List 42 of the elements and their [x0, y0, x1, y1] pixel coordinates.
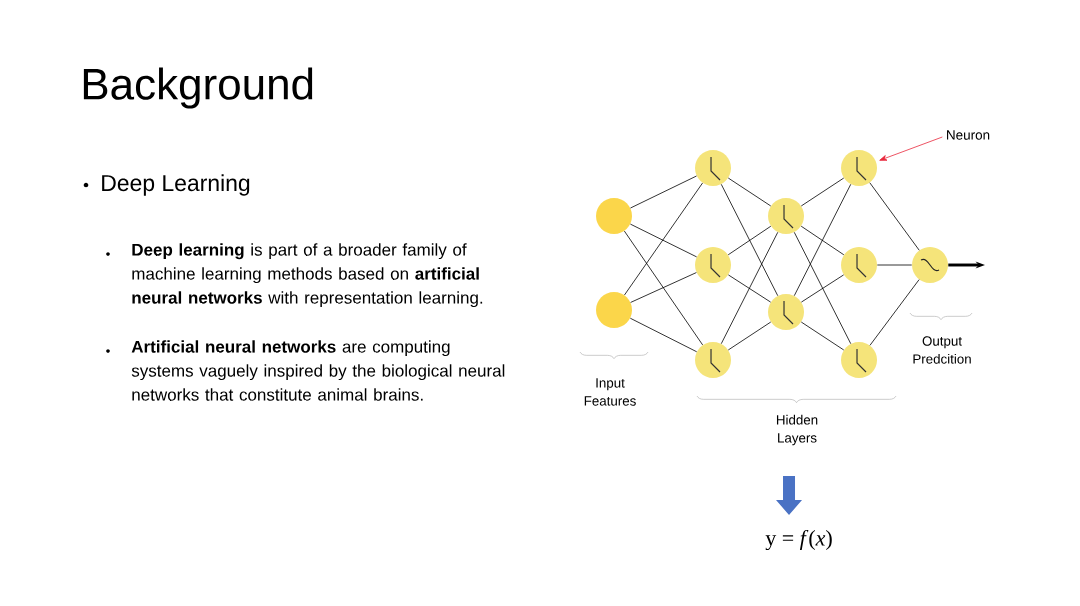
connection-line [800, 225, 845, 256]
connection-line [869, 279, 920, 346]
neuron-circle [912, 247, 948, 283]
connection-line [720, 231, 779, 345]
connection-line [876, 264, 913, 266]
neuron-label: Neuron [947, 130, 990, 140]
connection-line [793, 231, 852, 345]
connection-line [624, 182, 703, 296]
neuron-circle [841, 342, 877, 378]
connection-line [727, 274, 772, 303]
connection-line [793, 183, 852, 297]
connection-line [720, 183, 779, 297]
neuron-circle [695, 247, 731, 283]
neuron-circle [596, 198, 632, 234]
connection-line [800, 177, 845, 207]
neuron-circle [695, 150, 731, 186]
title: Background [83, 67, 313, 109]
connection-line [800, 321, 845, 351]
leader-arrow [879, 136, 943, 161]
connection-line [727, 321, 772, 351]
neuron-circle [841, 247, 877, 283]
connection-line [629, 317, 698, 353]
neuron-circle [841, 150, 877, 186]
connection-line [630, 175, 697, 209]
paragraph: Deep learning is part of a broader family of machine learning methods based on artificial neural networks with representation learning. [132, 243, 483, 308]
group-label: Input Features [584, 378, 636, 406]
connection-line [727, 177, 772, 207]
connection-line [727, 225, 772, 256]
paragraph: Artificial neural networks are computing systems vaguely inspired by the biological neural networks that constitute animal brains. [131, 340, 505, 401]
connection-line [800, 274, 845, 303]
formula: y = f(x) [765, 529, 832, 551]
connection-line [869, 182, 920, 251]
neuron-circle [695, 342, 731, 378]
group-label: Output Predcition [913, 336, 971, 364]
bullet-heading: Deep Learning [102, 174, 250, 196]
neuron-circle [768, 294, 804, 330]
connection-line [630, 223, 698, 258]
group-label: Hidden Layers [776, 414, 818, 446]
connection-line [623, 230, 704, 346]
neuron-circle [596, 292, 632, 328]
connection-line [630, 272, 697, 303]
neuron-circle [768, 198, 804, 234]
